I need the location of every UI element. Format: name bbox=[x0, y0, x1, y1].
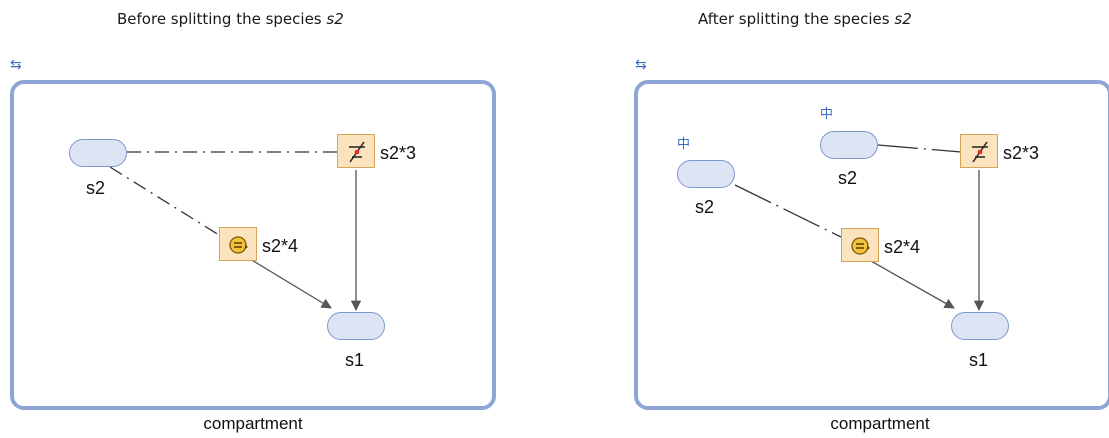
caption-after-text: After splitting the species bbox=[698, 10, 895, 28]
panel-before: Before splitting the species s2 ⇆ s2 s2*… bbox=[10, 10, 496, 433]
species-s2-split-top-label: s2 bbox=[838, 168, 858, 188]
species-s1-label: s1 bbox=[969, 350, 989, 370]
caption-after-species: s2 bbox=[894, 10, 912, 28]
species-s2-split-left-label: s2 bbox=[695, 197, 715, 217]
reaction-s2x4-label: s2*4 bbox=[262, 236, 299, 256]
caption-before-text: Before splitting the species bbox=[117, 10, 327, 28]
reaction-s2x3-label: s2*3 bbox=[1003, 143, 1040, 163]
species-s2-label: s2 bbox=[86, 178, 106, 198]
reaction-lines bbox=[109, 151, 362, 312]
compartment-label: compartment bbox=[830, 414, 930, 433]
reaction-s2x3[interactable] bbox=[337, 134, 375, 168]
rule-icon bbox=[851, 237, 870, 255]
split-marker-icon: 中 bbox=[820, 107, 834, 122]
reaction-arrow-icon bbox=[349, 141, 365, 163]
arrow-s2x4-to-s1 bbox=[249, 258, 332, 309]
caption-after: After splitting the species s2 bbox=[698, 10, 912, 28]
reaction-lines bbox=[734, 144, 985, 312]
panel-after: After splitting the species s2 ⇆ 中 s2 中 … bbox=[549, 0, 1109, 438]
reaction-s2x4-label: s2*4 bbox=[884, 237, 921, 257]
species-s1[interactable] bbox=[951, 312, 1009, 340]
caption-before: Before splitting the species s2 bbox=[117, 10, 344, 28]
split-marker-icon: 中 bbox=[677, 137, 691, 152]
collapse-icon[interactable]: ⇆ bbox=[10, 57, 22, 73]
modifier-line-s2-to-s2x3 bbox=[877, 144, 962, 153]
collapse-icon[interactable]: ⇆ bbox=[635, 57, 647, 73]
species-s2-split-left[interactable] bbox=[677, 160, 735, 188]
reaction-s2x3[interactable] bbox=[960, 134, 998, 168]
species-s1[interactable] bbox=[327, 312, 385, 340]
rule-icon bbox=[229, 236, 248, 254]
reaction-s2x3-label: s2*3 bbox=[380, 143, 417, 163]
arrow-s2x4-to-s1 bbox=[870, 260, 955, 309]
species-s2-split-top[interactable] bbox=[820, 131, 878, 159]
compartment-label: compartment bbox=[203, 414, 303, 433]
species-s1-label: s1 bbox=[345, 350, 365, 370]
reaction-arrow-icon bbox=[972, 141, 988, 163]
reaction-s2x4[interactable] bbox=[841, 228, 879, 262]
species-s2[interactable] bbox=[69, 139, 127, 167]
caption-before-species: s2 bbox=[326, 10, 344, 28]
modifier-line-s2-to-s2x4 bbox=[734, 184, 842, 238]
reaction-s2x4[interactable] bbox=[219, 227, 257, 261]
modifier-line-s2-to-s2x4 bbox=[109, 166, 220, 236]
